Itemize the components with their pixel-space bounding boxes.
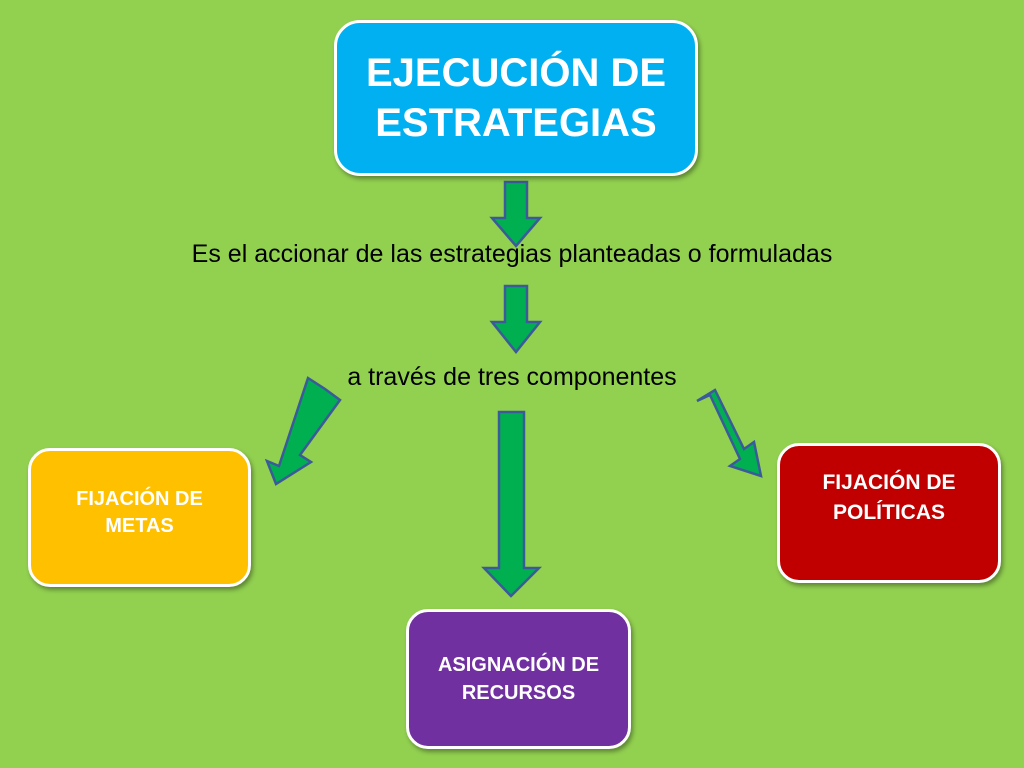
- arrow-diag-goals: [264, 376, 342, 486]
- description-text: Es el accionar de las estrategias plante…: [191, 240, 833, 268]
- arrow-down-resources: [481, 410, 543, 598]
- arrow-down-1: [489, 180, 543, 248]
- arrow-diag-policies: [696, 388, 763, 478]
- policies-box: FIJACIÓN DE POLÍTICAS: [777, 443, 1001, 583]
- resources-label: ASIGNACIÓN DE RECURSOS: [437, 654, 600, 704]
- connector-text: a través de tres componentes: [347, 363, 677, 391]
- strategy-execution-title: EJECUCIÓN DE ESTRATEGIAS: [365, 51, 667, 145]
- arrow-down-2: [489, 284, 543, 355]
- strategy-execution-box: EJECUCIÓN DE ESTRATEGIAS: [334, 20, 698, 176]
- policies-label: FIJACIÓN DE POLÍTICAS: [822, 471, 956, 524]
- goals-label: FIJACIÓN DE METAS: [76, 487, 203, 537]
- resources-box: ASIGNACIÓN DE RECURSOS: [406, 609, 631, 749]
- goals-box: FIJACIÓN DE METAS: [28, 448, 251, 587]
